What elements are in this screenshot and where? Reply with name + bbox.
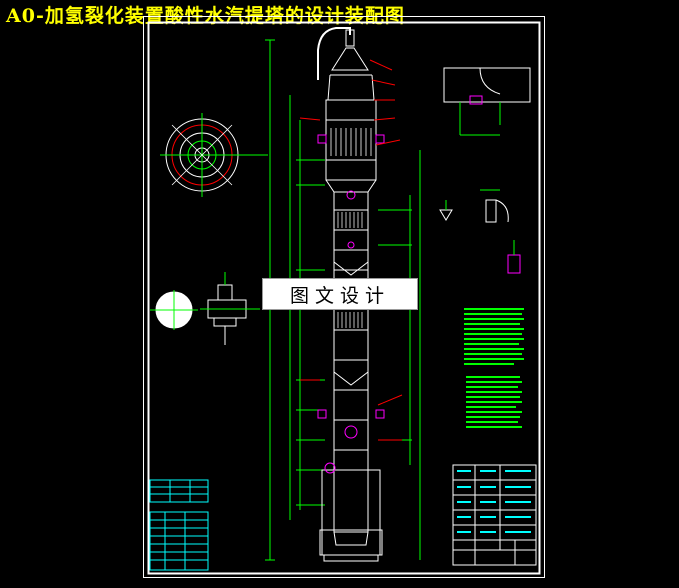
nozzle-table (149, 479, 209, 571)
title-block (452, 464, 537, 566)
leader-lines (299, 59, 403, 441)
small-details (439, 189, 521, 274)
manway-detail (150, 272, 260, 345)
title-block-text (457, 470, 531, 533)
stripper-column (317, 27, 383, 562)
watermark-label: 图文设计 (262, 278, 418, 310)
nozzles (317, 134, 385, 474)
plan-view (160, 113, 268, 197)
drawing-frame (143, 16, 545, 578)
technical-notes (464, 308, 524, 428)
top-right-detail (443, 67, 531, 136)
